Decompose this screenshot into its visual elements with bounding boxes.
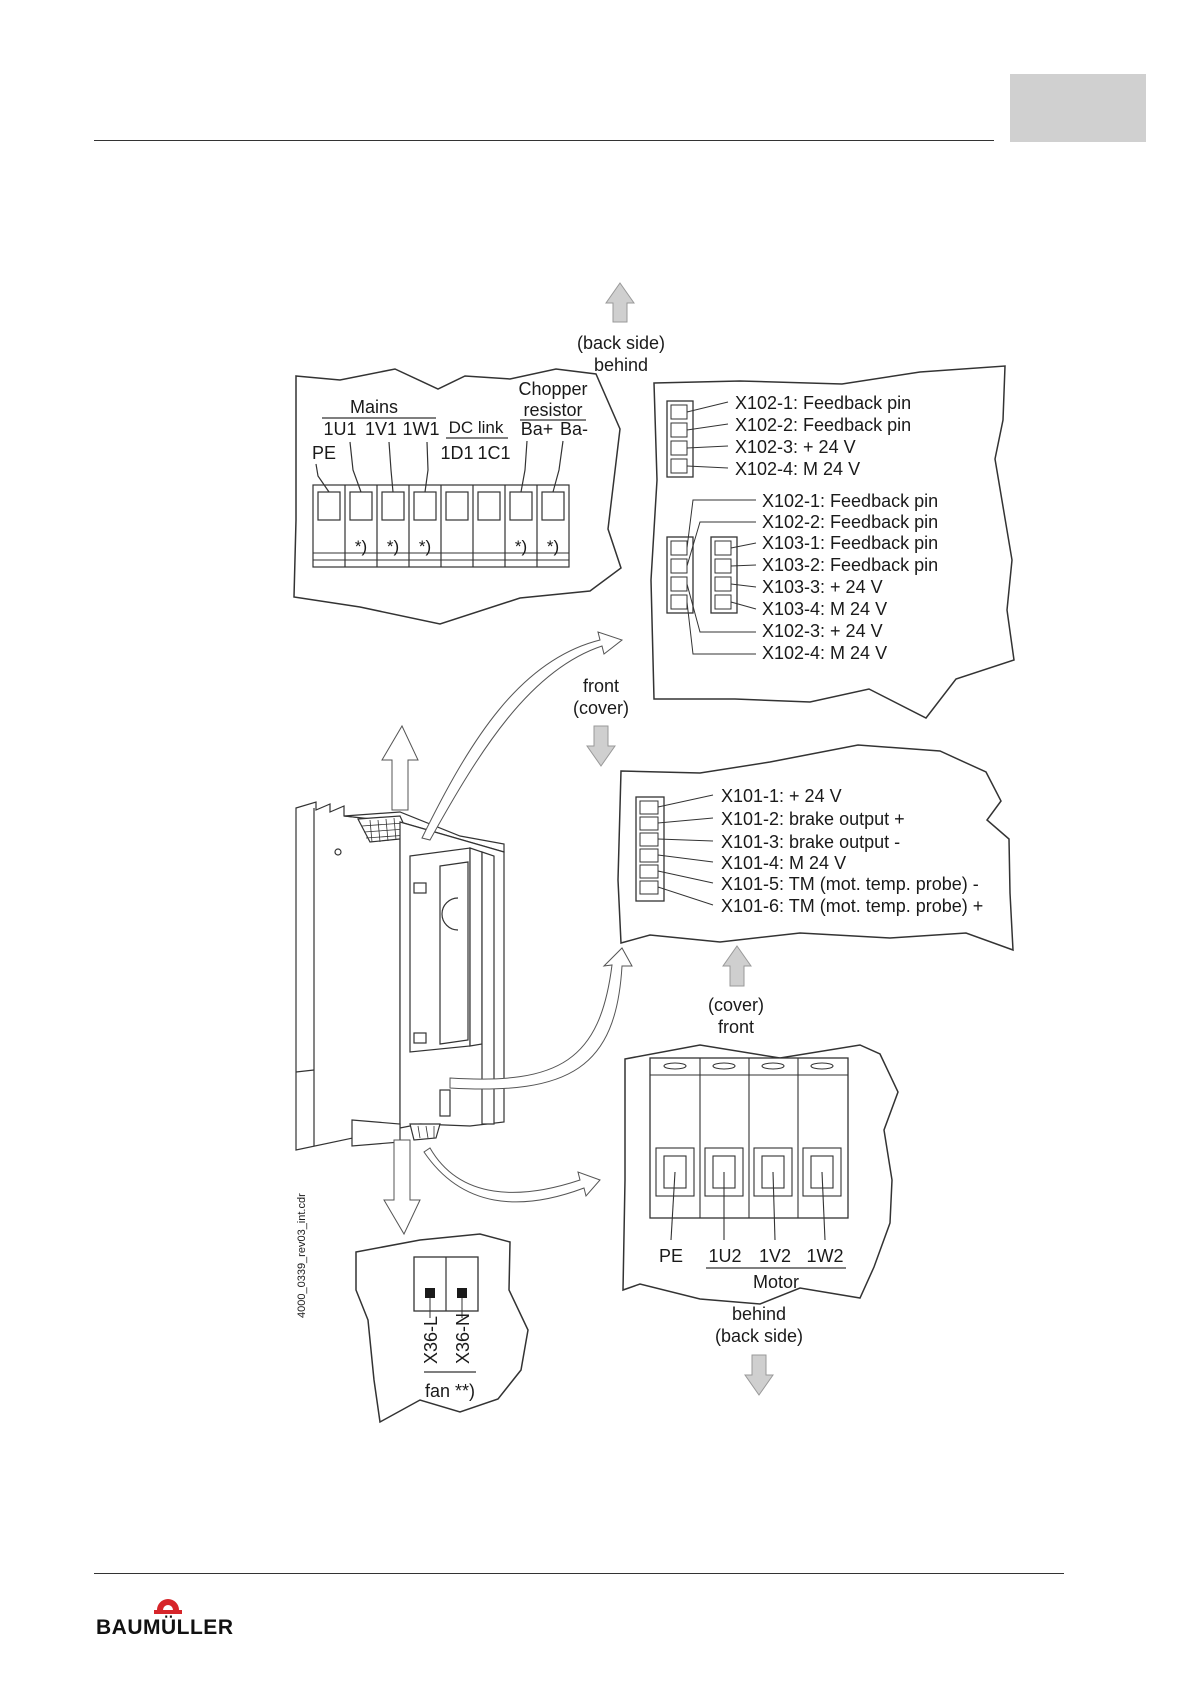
front-cover-arrow-top: front (cover)	[573, 676, 629, 767]
star-mark-1w1: *)	[419, 537, 431, 556]
motor-terminal-1w2: 1W2	[806, 1246, 843, 1266]
x102-single-pin-3: X102-3: + 24 V	[735, 437, 856, 457]
fan-terminal-x36-n: X36-N	[453, 1313, 473, 1364]
terminal-label-ba-minus: Ba-	[560, 419, 588, 439]
x101-pin-4: X101-4: M 24 V	[721, 853, 846, 873]
x102-single-pin-1: X102-1: Feedback pin	[735, 393, 911, 413]
front-label-bottom: front	[718, 1017, 754, 1037]
x101-pin-2: X101-2: brake output +	[721, 809, 905, 829]
motor-terminal-1v2: 1V2	[759, 1246, 791, 1266]
terminal-label-1u1: 1U1	[323, 419, 356, 439]
fan-terminal-x36-l: X36-L	[421, 1316, 441, 1364]
x102-single-pin-4: X102-4: M 24 V	[735, 459, 860, 479]
star-mark-ba-minus: *)	[547, 537, 559, 556]
footer-rule	[94, 1573, 1064, 1574]
back-side-arrow-top: (back side) behind	[577, 282, 665, 375]
fan-group-label: fan **)	[425, 1381, 475, 1401]
chopper-group-label-1: Chopper	[518, 379, 587, 399]
star-mark-1u1: *)	[355, 537, 367, 556]
motor-terminal-box: PE 1U2 1V2 1W2 Motor	[622, 1044, 899, 1305]
x101-pin-6: X101-6: TM (mot. temp. probe) +	[721, 896, 983, 916]
back-side-label-bottom: (back side)	[715, 1326, 803, 1346]
baumuller-logo: BAUMÜLLER	[94, 1582, 254, 1642]
star-mark-ba-plus: *)	[515, 537, 527, 556]
drive-unit-illustration	[295, 801, 505, 1151]
motor-group-label: Motor	[753, 1272, 799, 1292]
chopper-group-label-2: resistor	[523, 400, 582, 420]
back-side-label-top: (back side)	[577, 333, 665, 353]
x102-pin-3: X102-3: + 24 V	[762, 621, 883, 641]
logo-mark-icon	[154, 1599, 182, 1614]
x102-pin-1: X102-1: Feedback pin	[762, 491, 938, 511]
drawing-file-id: 4000_0339_rev03_int.cdr	[296, 1193, 308, 1318]
terminal-label-1v1: 1V1	[365, 419, 397, 439]
dc-link-group-label: DC link	[449, 418, 504, 437]
header-rule	[94, 140, 994, 141]
x102-single-pin-2: X102-2: Feedback pin	[735, 415, 911, 435]
x103-pin-4: X103-4: M 24 V	[762, 599, 887, 619]
x102-pin-4: X102-4: M 24 V	[762, 643, 887, 663]
x101-pin-5: X101-5: TM (mot. temp. probe) -	[721, 874, 979, 894]
feedback-connector-box: X102-1: Feedback pin X102-2: Feedback pi…	[650, 365, 1015, 719]
x103-pin-2: X103-2: Feedback pin	[762, 555, 938, 575]
cover-front-arrow-bottom: (cover) front	[708, 945, 764, 1037]
mains-terminal-box: Mains DC link Chopper resistor PE 1U1 1V…	[293, 368, 622, 625]
x101-connector-box: X101-1: + 24 V X101-2: brake output + X1…	[617, 744, 1014, 952]
x103-pin-1: X103-1: Feedback pin	[762, 533, 938, 553]
front-label-top: front	[583, 676, 619, 696]
fan-terminal-box: X36-L X36-N fan **)	[355, 1233, 529, 1424]
x101-pin-1: X101-1: + 24 V	[721, 786, 842, 806]
behind-label-bottom: behind	[732, 1304, 786, 1324]
logo-wordmark: BAUMÜLLER	[96, 1616, 234, 1639]
terminal-label-pe: PE	[312, 443, 336, 463]
cover-label-top: (cover)	[573, 698, 629, 718]
motor-terminal-pe: PE	[659, 1246, 683, 1266]
star-mark-1v1: *)	[387, 537, 399, 556]
leader-arrows	[381, 631, 633, 1236]
x103-pin-3: X103-3: + 24 V	[762, 577, 883, 597]
behind-label-top: behind	[594, 355, 648, 375]
terminal-label-ba-plus: Ba+	[521, 419, 554, 439]
cover-label-bottom: (cover)	[708, 995, 764, 1015]
terminal-label-1w1: 1W1	[402, 419, 439, 439]
terminal-label-1d1: 1D1	[440, 443, 473, 463]
x101-pin-3: X101-3: brake output -	[721, 832, 900, 852]
motor-terminal-1u2: 1U2	[708, 1246, 741, 1266]
x102-pin-2: X102-2: Feedback pin	[762, 512, 938, 532]
mains-group-label: Mains	[350, 397, 398, 417]
chapter-tab	[1010, 74, 1146, 142]
terminal-label-1c1: 1C1	[477, 443, 510, 463]
back-side-arrow-bottom: behind (back side)	[715, 1304, 803, 1396]
